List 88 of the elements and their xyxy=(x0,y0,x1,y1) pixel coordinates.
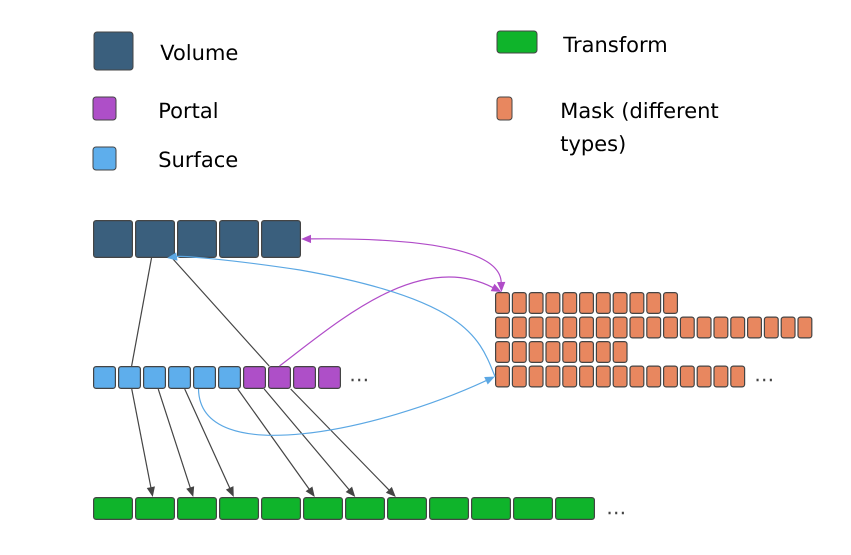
mask-box xyxy=(545,316,560,338)
mask-box xyxy=(512,366,527,388)
portal-box xyxy=(318,366,341,389)
transform-box xyxy=(135,497,175,520)
transform-box xyxy=(303,497,343,520)
transform-box xyxy=(513,497,553,520)
transform-box xyxy=(261,497,301,520)
volume-box xyxy=(219,220,259,258)
mask-box xyxy=(495,316,510,338)
mask-box xyxy=(545,292,560,314)
ellipsis: … xyxy=(608,512,624,514)
transform-box xyxy=(177,497,217,520)
mask-box xyxy=(680,366,695,388)
mask-box xyxy=(528,292,544,314)
mask-box xyxy=(780,316,796,338)
transform-box xyxy=(429,497,469,520)
surface-box xyxy=(218,366,241,389)
volume-box xyxy=(261,220,301,258)
mask-box xyxy=(562,366,578,388)
mask-box xyxy=(579,366,594,388)
mask-box xyxy=(512,341,527,363)
mask-box xyxy=(512,316,527,338)
mask-box xyxy=(596,341,611,363)
mask-box xyxy=(495,366,510,388)
mask-box xyxy=(663,366,678,388)
volume-box xyxy=(177,220,217,258)
mask-box xyxy=(646,366,662,388)
mask-box xyxy=(596,366,611,388)
legend-label: Transform xyxy=(563,36,666,52)
mask-box xyxy=(495,341,510,363)
mask-box xyxy=(629,366,644,388)
transform-box xyxy=(387,497,427,520)
mask-box xyxy=(764,316,779,338)
mask-box xyxy=(730,366,746,388)
legend-label: Volume xyxy=(160,44,238,60)
mask-box xyxy=(495,292,510,314)
legend-label: Portal xyxy=(160,102,217,118)
surface-box xyxy=(193,366,216,389)
mask-box xyxy=(612,366,628,388)
mask-box xyxy=(696,366,712,388)
mask-box xyxy=(612,292,628,314)
transform-box xyxy=(471,497,511,520)
mask-box xyxy=(612,341,628,363)
mask-box xyxy=(528,341,544,363)
mask-box xyxy=(646,316,662,338)
surface-box xyxy=(143,366,166,389)
volume-box xyxy=(93,220,133,258)
mask-box xyxy=(612,316,628,338)
mask-box xyxy=(629,316,644,338)
mask-box xyxy=(562,341,578,363)
volume-box xyxy=(135,220,175,258)
mask-box xyxy=(663,292,678,314)
mask-box xyxy=(713,366,728,388)
mask-box xyxy=(579,292,594,314)
mask-box xyxy=(528,316,544,338)
transform-box xyxy=(345,497,385,520)
mask-box xyxy=(680,316,695,338)
mask-box xyxy=(713,316,728,338)
mask-box xyxy=(730,316,746,338)
mask-box xyxy=(512,292,527,314)
mask-box xyxy=(528,366,544,388)
legend-label: Mask (different types) xyxy=(560,102,718,156)
portal-box xyxy=(268,366,291,389)
ellipsis: … xyxy=(756,378,772,382)
transform-box xyxy=(93,497,133,520)
surface-box xyxy=(93,366,116,389)
mask-box xyxy=(663,316,678,338)
surface-box xyxy=(168,366,191,389)
ellipsis: … xyxy=(352,378,367,382)
mask-box xyxy=(545,366,560,388)
mask-box xyxy=(596,292,611,314)
legend-label: Surface xyxy=(160,151,238,168)
mask-box xyxy=(596,316,611,338)
mask-box xyxy=(797,316,812,338)
portal-box xyxy=(293,366,316,389)
mask-box xyxy=(579,316,594,338)
mask-box xyxy=(747,316,762,338)
mask-box xyxy=(646,292,662,314)
surface-box xyxy=(118,366,141,389)
mask-box xyxy=(629,292,644,314)
transform-box xyxy=(555,497,595,520)
mask-box xyxy=(562,292,578,314)
mask-box xyxy=(562,316,578,338)
transform-box xyxy=(219,497,259,520)
portal-box xyxy=(243,366,266,389)
mask-box xyxy=(545,341,560,363)
mask-box xyxy=(579,341,594,363)
mask-box xyxy=(696,316,712,338)
